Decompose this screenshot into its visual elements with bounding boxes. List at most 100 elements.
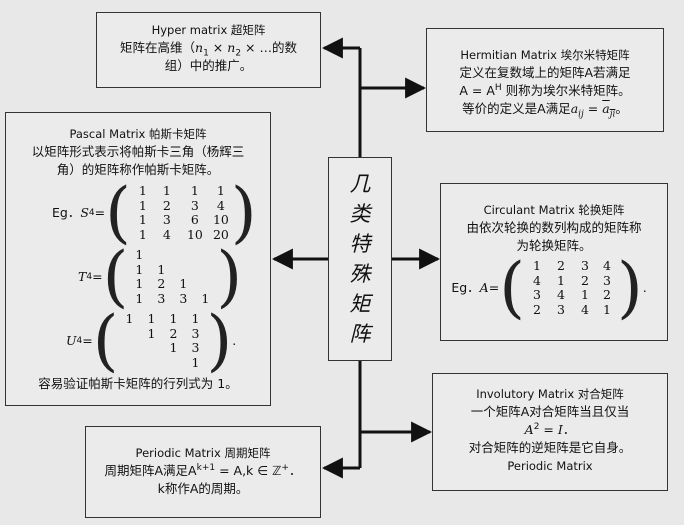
pascal-u_rows-cell: 2 (169, 325, 178, 341)
circulant-rows-cell: 1 (602, 301, 611, 317)
pascal-u_rows-cell (119, 356, 141, 371)
pascal-u_rows-cell (141, 341, 163, 356)
pascal-t_rows-cell (172, 263, 194, 278)
pascal-u_rows-cell (119, 327, 141, 342)
center-char: 类 (349, 202, 371, 226)
pascal-s_rows-cell: 3 (162, 212, 171, 227)
pascal-s_rows-cell: 4 (162, 226, 171, 242)
pascal-t_rows-cell: 1 (135, 290, 144, 306)
involutory-desc-3: 对合矩阵的逆矩阵是它自身。 (468, 440, 632, 455)
pascal-desc-1: 以矩阵形式表示将帕斯卡三角（杨辉三 (31, 144, 245, 159)
involutory-title: Involutory Matrix 对合矩阵 (476, 387, 624, 401)
involutory-desc-1: 一个矩阵A对合矩阵当且仅当 (470, 404, 630, 419)
pascal-t_rows-cell: 3 (179, 290, 188, 306)
circulant-rows-cell: 4 (532, 272, 541, 288)
pascal-t_rows-cell (150, 248, 172, 263)
pascal-s_rows-cell: 10 (186, 226, 203, 242)
circulant-rows-cell: 3 (532, 287, 541, 302)
pascal-s_rows-cell: 1 (138, 212, 147, 227)
hyper-matrix-node: Hyper matrix 超矩阵 矩阵在高维（n1 × n2 × …的数 组）中… (96, 12, 321, 88)
hyper-title: Hyper matrix 超矩阵 (151, 23, 266, 37)
pascal-s_rows-cell: 1 (216, 183, 225, 198)
pascal-s_rows-cell: 2 (162, 197, 171, 213)
pascal-s_rows-cell: 20 (212, 226, 229, 242)
pascal-t_rows-cell: 1 (179, 276, 188, 291)
circulant-rows-cell: 2 (556, 258, 565, 273)
hermitian-desc-3: 等价的定义是A满足aij = aji。 (462, 101, 628, 120)
circulant-rows-cell: 3 (556, 301, 565, 317)
periodic-desc-2: k称作A的周期。 (157, 481, 249, 496)
circulant-matrix-node: Circulant Matrix 轮换矩阵 由依次轮换的数列构成的矩阵称 为轮换… (440, 183, 668, 341)
periodic-matrix-node: Periodic Matrix 周期矩阵 周期矩阵A满足Ak+1 = A,k ∈… (85, 426, 321, 518)
involutory-matrix-node: Involutory Matrix 对合矩阵 一个矩阵A对合矩阵当且仅当 A2 … (432, 373, 668, 491)
pascal-t_rows-cell: 1 (135, 247, 144, 262)
pascal-title: Pascal Matrix 帕斯卡矩阵 (69, 127, 207, 141)
pascal-t_rows-cell: 1 (201, 290, 210, 306)
hyper-desc-2: 组）中的推广。 (164, 58, 253, 73)
pascal-t_rows-cell (194, 277, 216, 292)
circulant-rows-cell: 2 (580, 272, 589, 288)
pascal-desc-2: 角）的矩阵称作帕斯卡矩阵。 (56, 162, 220, 177)
hermitian-matrix-node: Hermitian Matrix 埃尔米特矩阵 定义在复数域上的矩阵A若满足 A… (426, 28, 664, 132)
pascal-s_rows-cell: 1 (162, 183, 171, 198)
pascal-t_rows-cell: 1 (157, 261, 166, 277)
circulant-title: Circulant Matrix 轮换矩阵 (483, 203, 625, 217)
circulant-rows-cell: 2 (532, 301, 541, 317)
pascal-u_rows-cell (141, 356, 163, 371)
hyper-desc-1: 矩阵在高维（n1 × n2 × …的数 (120, 40, 297, 59)
periodic-desc-1: 周期矩阵A满足Ak+1 = A,k ∈ ℤ+． (104, 462, 302, 478)
periodic-title: Periodic Matrix 周期矩阵 (135, 446, 271, 460)
pascal-s_rows-cell: 3 (190, 197, 199, 213)
pascal-u_rows-cell (163, 356, 185, 371)
circulant-desc-2: 为轮换矩阵。 (516, 238, 592, 253)
circulant-rows-cell: 4 (556, 287, 565, 302)
pascal-s_rows-cell: 1 (190, 183, 199, 198)
hermitian-desc-2: A = AH 则称为埃尔米特矩阵。 (459, 82, 631, 98)
center-char: 阵 (349, 322, 371, 346)
pascal-s_rows-cell: 1 (138, 197, 147, 213)
center-char: 殊 (349, 262, 371, 286)
center-node: 几 类 特 殊 矩 阵 (328, 157, 392, 361)
pascal-footer: 容易验证帕斯卡矩阵的行列式为 1。 (38, 376, 238, 391)
center-char: 几 (349, 172, 371, 196)
center-char: 矩 (349, 292, 371, 316)
pascal-s_rows-cell: 4 (216, 197, 225, 213)
pascal-u_rows-cell: 1 (169, 311, 178, 326)
pascal-s_rows-cell: 10 (212, 212, 229, 227)
pascal-t_rows-cell (194, 263, 216, 278)
pascal-t_rows-cell: 1 (135, 261, 144, 277)
circulant-rows-cell: 1 (532, 258, 541, 273)
circulant-rows-cell: 1 (580, 287, 589, 302)
circulant-rows-cell: 3 (602, 272, 611, 288)
pascal-u_rows-cell: 1 (125, 311, 134, 326)
pascal-s_rows-cell: 1 (138, 226, 147, 242)
involutory-desc-2: A2 = I． (524, 421, 576, 437)
pascal-t_rows-cell: 1 (135, 276, 144, 291)
pascal-s_rows-cell: 6 (190, 212, 199, 227)
involutory-desc-4: Periodic Matrix (507, 459, 593, 473)
circulant-desc-1: 由依次轮换的数列构成的矩阵称 (466, 220, 642, 235)
pascal-u_rows-cell (119, 341, 141, 356)
pascal-t_rows-cell (172, 248, 194, 263)
circulant-rows-cell: 3 (580, 258, 589, 273)
pascal-t_rows-cell: 2 (157, 276, 166, 291)
pascal-t_rows-cell: 3 (157, 290, 166, 306)
pascal-u_rows-cell: 3 (191, 325, 200, 341)
pascal-s_rows-cell: 1 (138, 183, 147, 198)
hermitian-desc-1: 定义在复数域上的矩阵A若满足 (459, 65, 631, 80)
hermitian-title: Hermitian Matrix 埃尔米特矩阵 (460, 48, 630, 62)
pascal-u_rows-cell: 1 (191, 311, 200, 326)
pascal-u_rows-cell: 1 (191, 354, 200, 370)
circulant-rows-cell: 4 (602, 258, 611, 273)
pascal-u_rows-cell: 1 (147, 325, 156, 341)
pascal-t_rows-cell (194, 248, 216, 263)
circulant-rows-cell: 2 (602, 287, 611, 302)
